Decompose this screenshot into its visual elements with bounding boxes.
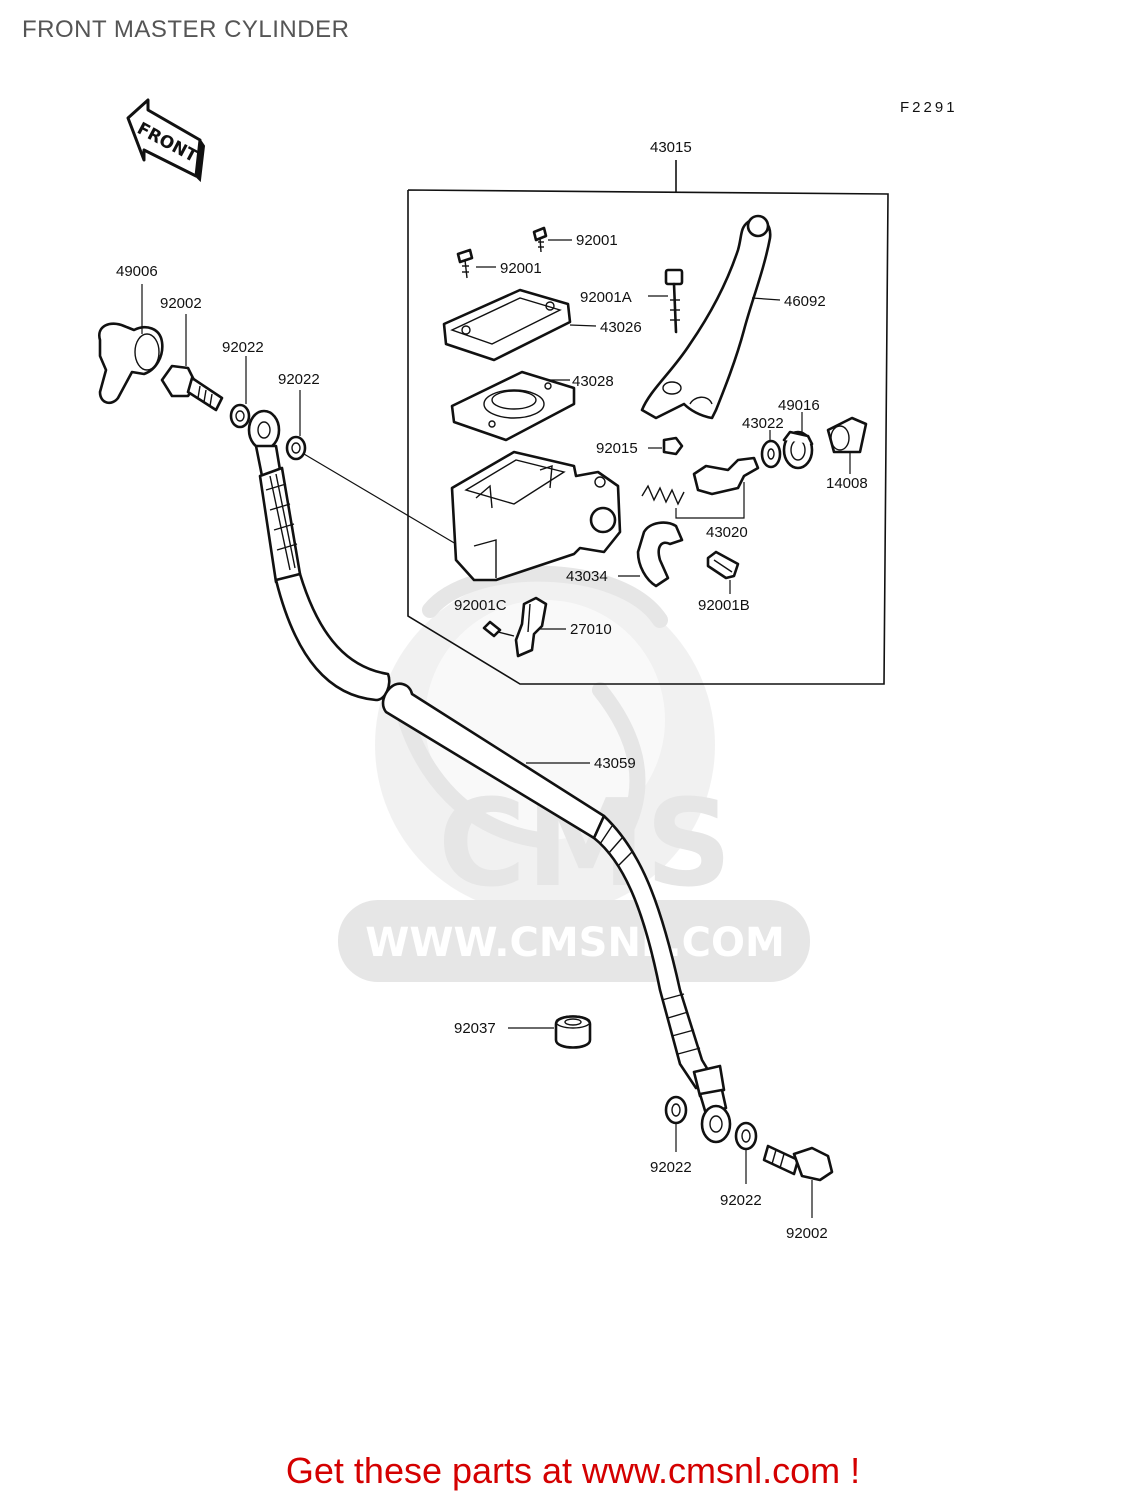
washer-43022	[760, 439, 782, 469]
brake-hose-43059	[258, 466, 726, 1098]
banjo-bolt-92002-bottom	[762, 1144, 834, 1182]
label-92022-a: 92022	[222, 339, 264, 356]
master-cylinder-body	[450, 450, 622, 582]
screw-92001-b	[456, 248, 474, 279]
washer-92022-c	[664, 1095, 688, 1125]
bolt-92001B	[706, 550, 740, 580]
label-49016: 49016	[778, 397, 820, 414]
washer-92022-d	[734, 1121, 758, 1151]
cap-49006	[98, 322, 164, 405]
banjo-fitting-upper	[247, 409, 282, 478]
label-27010: 27010	[570, 621, 612, 638]
banjo-bolt-92002-top	[160, 364, 224, 412]
assembly-box-43015	[407, 160, 889, 685]
cms-watermark: CMS WWW.CMSNL.COM	[338, 565, 810, 982]
label-92001-a: 92001	[576, 232, 618, 249]
front-arrow-icon: FRONT	[126, 98, 206, 183]
grommet-92037	[554, 1015, 592, 1049]
boot-49016	[782, 430, 814, 470]
washer-92022-a	[229, 403, 251, 429]
clamp-43034	[636, 521, 684, 588]
label-46092: 46092	[784, 293, 826, 310]
label-92022-c: 92022	[650, 1159, 692, 1176]
label-92001A: 92001A	[580, 289, 632, 306]
reservoir-cap-43026	[442, 288, 572, 362]
label-92022-b: 92022	[278, 371, 320, 388]
promo-link[interactable]: Get these parts at www.cmsnl.com !	[285, 1450, 861, 1491]
label-92002-top: 92002	[160, 295, 202, 312]
label-92001B: 92001B	[698, 597, 750, 614]
label-92001-b: 92001	[500, 260, 542, 277]
watermark-brand: CMS	[438, 775, 732, 914]
figure-code: F2291	[900, 99, 958, 116]
label-49006: 49006	[116, 263, 158, 280]
label-92001C: 92001C	[454, 597, 507, 614]
clip-14008	[826, 416, 868, 454]
screw-92001-a	[532, 226, 548, 253]
label-43028: 43028	[572, 373, 614, 390]
label-92037: 92037	[454, 1020, 496, 1037]
washer-92022-b	[285, 435, 307, 461]
bolt-92001A	[664, 268, 684, 334]
label-43034: 43034	[566, 568, 608, 585]
label-43059: 43059	[594, 755, 636, 772]
diaphragm-43028	[450, 370, 576, 442]
nut-92015	[662, 436, 684, 456]
label-92002-bottom: 92002	[786, 1225, 828, 1242]
switch-27010	[514, 596, 548, 658]
label-14008: 14008	[826, 475, 868, 492]
label-43026: 43026	[600, 319, 642, 336]
label-92022-d: 92022	[720, 1192, 762, 1209]
piston-43020	[641, 456, 760, 506]
screw-92001C	[482, 620, 515, 638]
watermark-url: WWW.CMSNL.COM	[365, 920, 785, 966]
banjo-fitting-lower	[698, 1088, 732, 1144]
label-92015: 92015	[596, 440, 638, 457]
lever-46092	[640, 214, 772, 420]
label-43022: 43022	[742, 415, 784, 432]
page-title: FRONT MASTER CYLINDER	[22, 16, 350, 43]
label-43020: 43020	[706, 524, 748, 541]
label-43015: 43015	[650, 139, 692, 156]
